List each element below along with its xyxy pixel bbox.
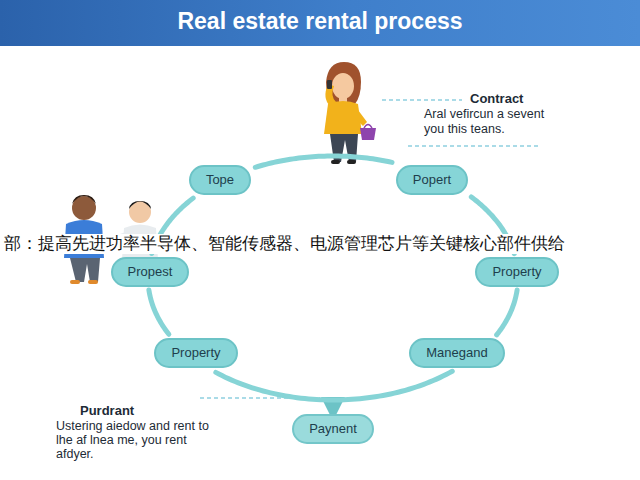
step-label: Popert [413,172,451,188]
ring-connector [497,290,517,335]
step-label: Propest [128,264,173,280]
woman-figure [324,62,376,164]
title-text: Real estate rental process [0,8,640,35]
watermark: 部：提高先进功率半导体、智能传感器、电源管理芯片等关键核心部件供给 [4,234,565,254]
step-label: Paynent [309,421,357,437]
ring-connector [255,156,392,167]
step-label: Tope [206,172,234,188]
step-pill: Manegand [409,338,504,368]
step-label: Property [171,345,220,361]
callout-body: Aral vefircun a sevent you this teans. [424,107,562,137]
step-pill: Tope [189,165,251,195]
step-pill: Property [154,338,237,368]
step-pill: Popert [396,165,468,195]
ring-connector [216,371,452,400]
callout-body: Ustering aiedow and rent to lhe af lnea … [56,419,216,461]
ring-connector [149,290,169,334]
payment-pill: Paynent [292,414,374,444]
step-label: Property [492,264,541,280]
leader-line [408,145,540,147]
step-pill: Property [475,257,558,287]
step-pill: Propest [111,257,190,287]
callout-heading: Contract [470,91,523,106]
callout-heading: Purdrant [80,403,134,418]
leader-line [382,99,462,101]
step-label: Manegand [426,345,487,361]
